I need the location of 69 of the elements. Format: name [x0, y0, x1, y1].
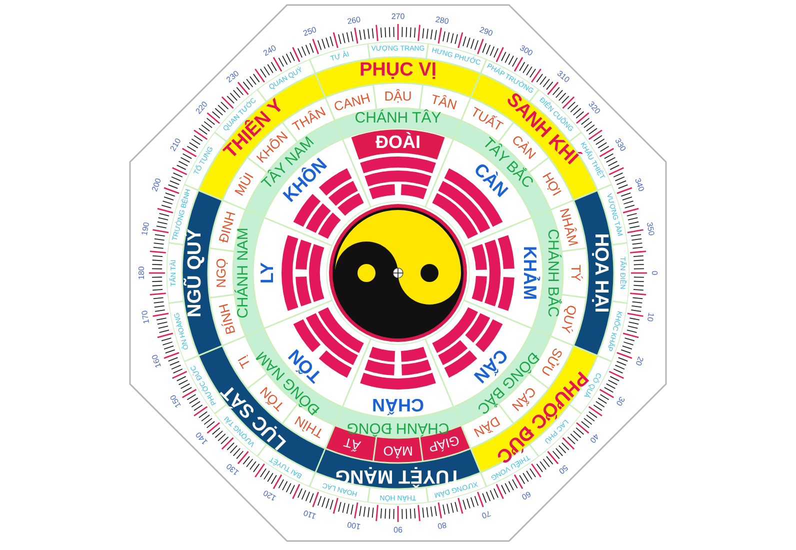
mountain-label: NHÂM [558, 206, 581, 248]
mountain-label: TÝ [569, 264, 582, 282]
degree-number: 10 [645, 312, 655, 323]
mountain-label: CANH [332, 90, 372, 113]
degree-number: 90 [394, 525, 402, 533]
degree-number: 200 [151, 178, 164, 194]
trigram-label: ĐOÀI [376, 132, 420, 150]
outer-ring-segment [166, 242, 185, 304]
degree-number: 170 [140, 310, 151, 325]
degree-number: 310 [554, 70, 570, 84]
degree-number: 110 [303, 508, 318, 520]
direction-label: CHÁNH NAM [236, 228, 250, 318]
star-label: HỌA HẠI [592, 233, 610, 313]
degree-number: 100 [346, 520, 361, 530]
mountain-label: GIÁP [427, 434, 461, 455]
star-label: PHỤC VỊ [359, 60, 437, 80]
degree-number: 50 [556, 463, 569, 476]
mountain-label: QUÝ [560, 304, 580, 334]
degree-number: 250 [302, 26, 318, 38]
degree-number: 20 [633, 355, 644, 366]
degree-number: 160 [151, 352, 164, 368]
degree-number: 270 [391, 13, 405, 21]
degree-number: 60 [520, 489, 532, 500]
outer-ring-segment [367, 487, 429, 506]
trigram-label: CHẤN [372, 396, 424, 414]
mountain-segment [373, 436, 424, 464]
degree-number: 40 [588, 432, 600, 444]
degree-number: 350 [645, 221, 656, 236]
mountain-label: MẢO [383, 444, 413, 457]
mountain-segment [208, 248, 236, 299]
degree-number: 220 [194, 100, 210, 116]
degree-number: 150 [170, 393, 184, 409]
mountain-label: TỊ [236, 354, 253, 370]
outer-ring-segment [612, 242, 631, 304]
degree-number: 190 [140, 221, 151, 236]
trigram-label: LY [258, 262, 276, 284]
mountain-label: ẤT [342, 436, 362, 453]
mountain-label: TÂN [430, 92, 458, 112]
degree-number: 30 [614, 395, 626, 407]
degree-number: 290 [478, 26, 494, 38]
degree-number: 210 [170, 137, 184, 153]
degree-number: 340 [632, 178, 645, 194]
degree-number: 0 [650, 270, 658, 276]
degree-number: 130 [226, 462, 242, 476]
degree-number: 260 [346, 16, 361, 26]
mountain-label: BÍNH [216, 302, 237, 336]
mountain-label: ĐINH [216, 210, 237, 244]
direction-label: CHÁNH ĐÔNG [346, 420, 450, 436]
mountain-segment [373, 83, 424, 111]
degree-number: 240 [262, 44, 278, 58]
degree-number: 320 [586, 100, 602, 116]
outer-ring-segment [367, 41, 429, 60]
degree-number: 140 [194, 430, 210, 446]
degree-number: 280 [435, 16, 450, 26]
mountain-segment [561, 248, 589, 299]
degree-number: 70 [480, 508, 492, 519]
degree-number: 230 [226, 70, 242, 84]
direction-label: CHÁNH TÂY [354, 110, 442, 126]
degree-number: 80 [437, 520, 448, 530]
direction-label: CHÁNH BẮC [546, 228, 560, 318]
mountain-label: NGỌ [214, 258, 227, 288]
mountain-label: DẬU [384, 89, 412, 102]
degree-number: 330 [612, 137, 626, 153]
degree-number: 300 [518, 44, 534, 58]
degree-number: 180 [138, 266, 146, 280]
star-label: NGŨ QUỶ [186, 228, 204, 318]
mountain-label: DẦN [472, 414, 502, 440]
trigram-label: KHẢM [520, 246, 538, 300]
degree-number: 120 [262, 488, 278, 502]
